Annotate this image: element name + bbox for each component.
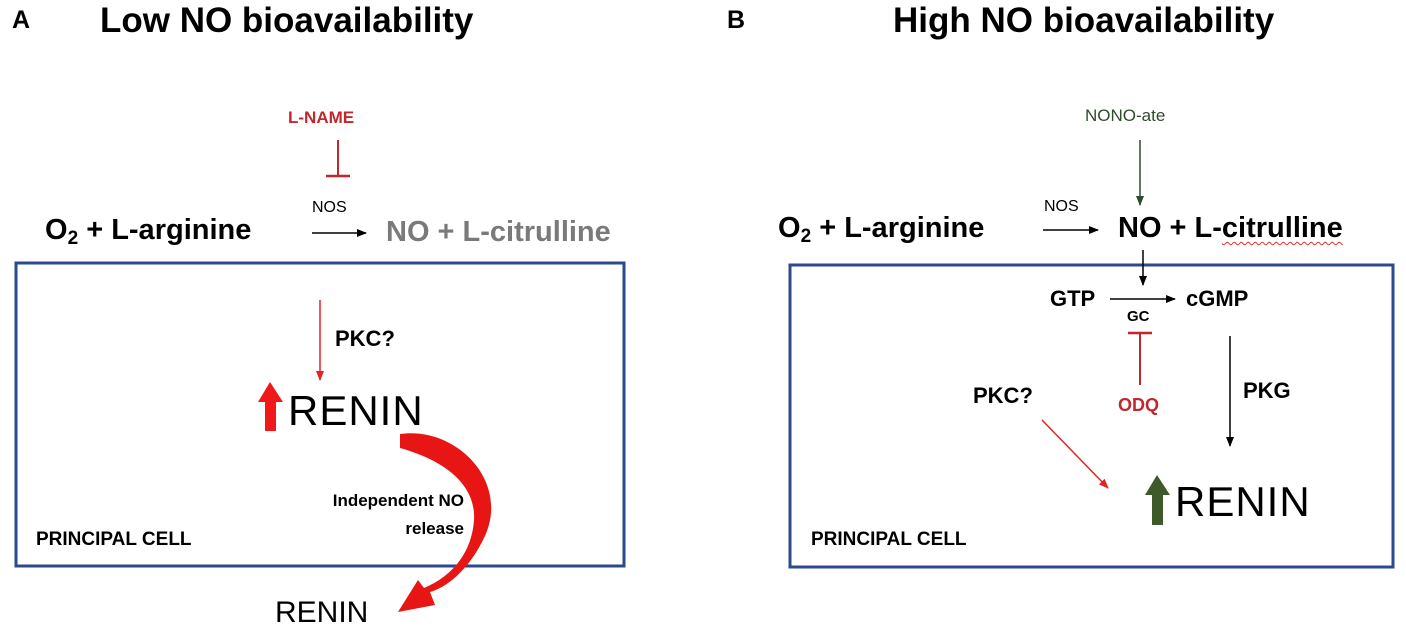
pkc-label-b: PKC? [973, 383, 1033, 408]
oxygen-subscript-b: 2 [800, 226, 812, 247]
l-arginine-a: + L-arginine [78, 214, 252, 246]
cgmp-label: cGMP [1186, 286, 1249, 311]
reactants-a: O2 + L-arginine [45, 214, 252, 249]
renin-up-arrow-a [258, 382, 283, 431]
pkc-arrow-b [1041, 419, 1109, 489]
no-plus-l-b: NO + L- [1118, 212, 1222, 244]
gc-label: GC [1127, 308, 1150, 325]
oxygen-b: O [778, 212, 801, 244]
principal-cell-label-b: PRINCIPAL CELL [811, 529, 967, 550]
oxygen-subscript-a: 2 [67, 228, 79, 249]
principal-cell-box-a [14, 261, 626, 568]
panel-b-letter: B [727, 6, 746, 34]
citrulline-b: citrulline [1221, 212, 1343, 244]
principal-cell-label-a: PRINCIPAL CELL [36, 529, 192, 550]
release-label-line2: release [405, 519, 464, 538]
gtp-label: GTP [1050, 286, 1096, 311]
products-a: NO + L-citrulline [386, 216, 611, 248]
nos-label-a: NOS [312, 199, 347, 216]
reactants-b: O2 + L-arginine [778, 212, 985, 247]
pkg-label: PKG [1243, 378, 1291, 403]
panel-b-title: High NO bioavailability [893, 1, 1275, 40]
nos-label-b: NOS [1044, 198, 1079, 215]
pkc-label-a: PKC? [335, 326, 395, 351]
odq-label: ODQ [1118, 395, 1160, 415]
release-curved-arrow [398, 433, 492, 612]
products-b: NO + L-citrulline [1118, 214, 1343, 243]
oxygen-a: O [45, 214, 68, 246]
release-label-line1: Independent NO [332, 491, 464, 510]
panel-a-title: Low NO bioavailability [100, 1, 474, 40]
renin-up-arrow-b [1145, 475, 1170, 525]
renin-label-a: RENIN [288, 387, 424, 434]
panel-a-letter: A [12, 6, 31, 34]
lname-label: L-NAME [288, 108, 355, 127]
l-arginine-b: + L-arginine [811, 212, 985, 244]
renin-label-b: RENIN [1175, 478, 1311, 525]
renin-released-label: RENIN [275, 596, 369, 629]
nonoate-label: NONO-ate [1085, 106, 1166, 125]
principal-cell-box-b [788, 263, 1395, 569]
